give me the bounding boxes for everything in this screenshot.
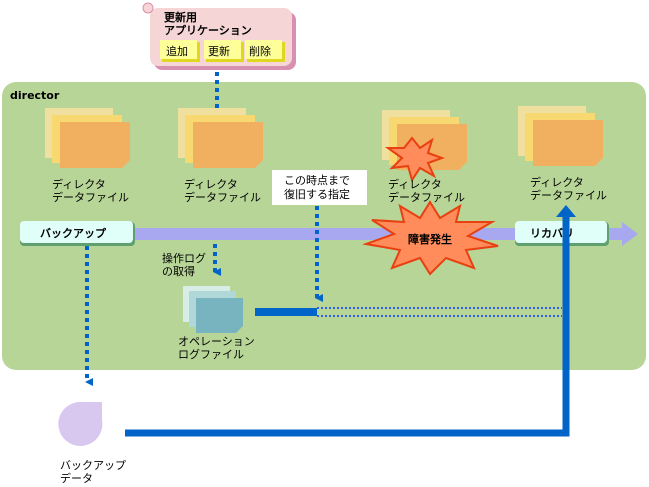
log-file-line2: ログファイル xyxy=(178,347,244,361)
file4-line1: ディレクタ xyxy=(530,175,584,189)
file-stack-2 xyxy=(178,108,263,168)
backup-button[interactable]: バックアップ xyxy=(20,221,135,246)
log-fetch-line2: の取得 xyxy=(162,265,195,278)
backup-data-line1: バックアップ xyxy=(60,459,126,472)
director-panel xyxy=(2,82,646,370)
app-title-line2: アプリケーション xyxy=(164,23,252,37)
file2-line2: データファイル xyxy=(184,190,261,204)
add-label: 追加 xyxy=(166,44,188,58)
file2-line1: ディレクタ xyxy=(184,177,238,191)
log-line xyxy=(255,308,317,316)
callout-box xyxy=(272,170,367,205)
failure-burst: 障害発生 xyxy=(362,200,499,276)
recovery-path xyxy=(125,216,570,437)
delete-label: 削除 xyxy=(249,44,271,58)
backup-label: バックアップ xyxy=(40,226,107,240)
file3-line1: ディレクタ xyxy=(388,177,442,191)
backup-data-line2: データ xyxy=(60,471,93,485)
recovery-arrowhead xyxy=(556,205,576,217)
operation-log-file xyxy=(183,286,243,333)
file1-line2: データファイル xyxy=(52,190,129,204)
log-fetch-line1: 操作ログ xyxy=(162,251,206,265)
app-title-line1: 更新用 xyxy=(164,10,197,24)
file-stack-4 xyxy=(518,106,603,166)
update-label: 更新 xyxy=(208,44,230,58)
delete-button[interactable]: 削除 xyxy=(245,40,285,62)
update-button[interactable]: 更新 xyxy=(204,40,244,62)
failure-label: 障害発生 xyxy=(408,232,452,246)
file-stack-3 xyxy=(382,110,467,183)
file3-line2: データファイル xyxy=(388,190,465,204)
file-stack-1 xyxy=(45,108,130,168)
backup-data-disk-icon xyxy=(58,401,103,446)
update-application-box: 更新用 アプリケーション 追加 更新 削除 xyxy=(142,2,296,70)
file1-line1: ディレクタ xyxy=(52,177,106,191)
file4-line2: データファイル xyxy=(530,188,607,202)
log-file-line1: オペレーション xyxy=(178,335,255,348)
damage-burst-icon xyxy=(384,136,445,183)
add-button[interactable]: 追加 xyxy=(160,40,200,62)
recovery-button[interactable]: リカバリ xyxy=(515,221,609,246)
callout-line2: 復旧する指定 xyxy=(284,187,350,201)
callout-line1: この時点まで xyxy=(284,174,350,187)
panel-label: director xyxy=(10,89,60,102)
